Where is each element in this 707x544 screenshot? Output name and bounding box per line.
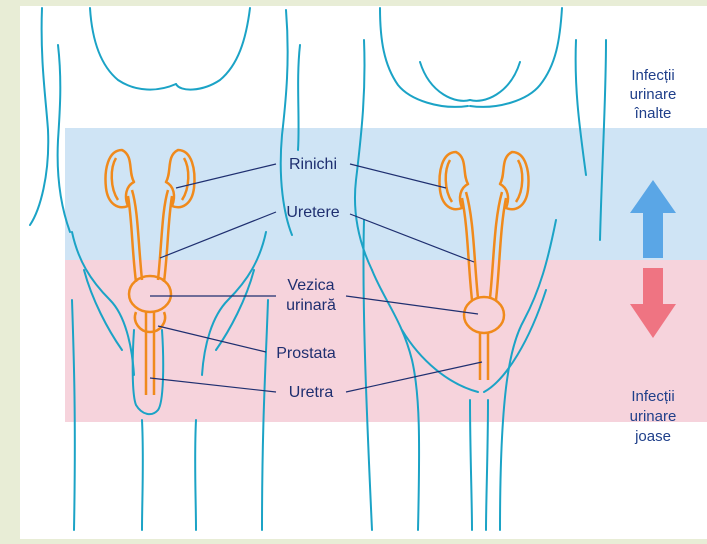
legend-upper-line2: urinare [630,86,677,103]
legend-lower-line2: urinare [630,408,677,425]
legend-upper-line1: Infecții [631,67,674,84]
label-ureters: Uretere [286,204,339,221]
legend-lower-line1: Infecții [631,388,674,405]
label-kidneys: Rinichi [289,156,337,173]
label-prostate: Prostata [276,345,336,362]
label-bladder-line2: urinară [286,297,336,314]
label-urethra: Uretra [289,384,334,401]
label-bladder-line1: Vezica [287,277,334,294]
legend-lower-line3: joase [634,428,671,445]
legend-upper-line3: înalte [634,105,672,122]
